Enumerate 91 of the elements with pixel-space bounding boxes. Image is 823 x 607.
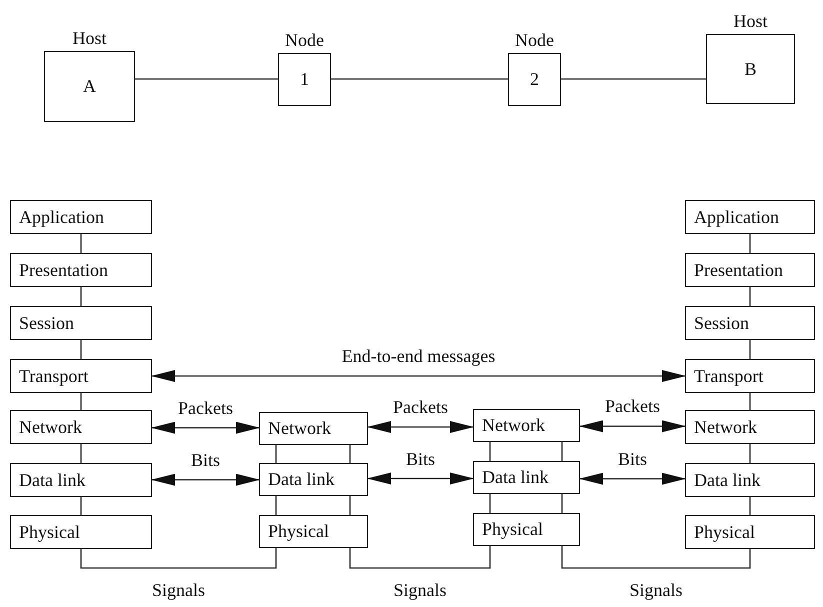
box-label: B xyxy=(744,58,756,80)
edge-label: Signals xyxy=(152,580,205,601)
edge-label: Packets xyxy=(178,398,233,419)
layer-box xyxy=(10,200,152,234)
connector-line xyxy=(561,546,751,569)
layer-box xyxy=(473,409,580,442)
layer-box xyxy=(10,410,152,444)
edge-label: Bits xyxy=(406,448,435,470)
box-label: 2 xyxy=(530,69,539,90)
double-arrow xyxy=(579,420,686,432)
connector-line xyxy=(749,497,751,515)
edge-label: Packets xyxy=(393,397,448,418)
layer-box xyxy=(259,515,368,548)
double-arrow xyxy=(151,422,260,434)
layer-label: Physical xyxy=(268,521,329,542)
layer-label: Network xyxy=(268,418,331,439)
layer-label: Data link xyxy=(694,470,760,490)
layer-label: Physical xyxy=(19,522,80,542)
connector-line xyxy=(80,234,82,253)
connector-line xyxy=(749,234,751,253)
layer-label: Transport xyxy=(694,366,764,386)
edge-label: Signals xyxy=(394,580,446,601)
edge-label: Packets xyxy=(605,396,660,418)
edge-label: Signals xyxy=(630,580,682,601)
layer-box xyxy=(10,515,152,549)
layer-label: Data link xyxy=(19,470,86,490)
layer-box xyxy=(685,463,815,497)
layer-box xyxy=(685,306,815,340)
double-arrow xyxy=(151,370,686,382)
double-arrow xyxy=(367,472,474,484)
layer-label: Presentation xyxy=(19,260,108,280)
connector-line xyxy=(80,444,82,463)
connector-line xyxy=(561,78,706,80)
double-arrow xyxy=(151,474,260,486)
layer-box xyxy=(685,410,815,444)
connector-line xyxy=(561,442,563,461)
layer-label: Physical xyxy=(482,519,543,540)
connector-line xyxy=(135,78,278,80)
layer-label: Session xyxy=(19,312,74,334)
connector-line xyxy=(331,78,508,80)
connector-line xyxy=(349,546,491,569)
layer-box xyxy=(10,253,152,287)
layer-box xyxy=(473,513,580,546)
layer-label: Data link xyxy=(482,467,548,488)
layer-box xyxy=(685,515,815,549)
layer-box xyxy=(259,463,368,496)
layer-box xyxy=(259,412,368,445)
layer-label: Network xyxy=(19,416,82,438)
layer-label: Transport xyxy=(19,366,88,386)
connector-line xyxy=(349,496,351,515)
connector-line xyxy=(489,494,491,513)
layer-box xyxy=(473,461,580,494)
connector-line xyxy=(749,444,751,463)
box-heading: Host xyxy=(734,11,768,32)
connector-line xyxy=(489,442,491,461)
box-heading: Node xyxy=(285,30,324,51)
layer-label: Physical xyxy=(694,522,755,542)
layer-box xyxy=(685,359,815,393)
connector-line xyxy=(80,340,82,359)
edge-label: End-to-end messages xyxy=(342,346,496,367)
connector-line xyxy=(561,494,563,513)
connector-line xyxy=(749,287,751,306)
layer-box xyxy=(10,359,152,393)
layer-label: Application xyxy=(694,206,779,228)
connector-line xyxy=(749,340,751,359)
layer-label: Data link xyxy=(268,469,334,490)
connector-line xyxy=(349,445,351,463)
box-heading: Node xyxy=(515,30,554,51)
connector-line xyxy=(275,496,277,515)
layer-label: Network xyxy=(694,416,757,438)
edge-label: Bits xyxy=(618,448,647,470)
connector-line xyxy=(749,393,751,410)
double-arrow xyxy=(367,421,474,433)
layer-label: Application xyxy=(19,206,104,228)
connector-line xyxy=(80,548,277,569)
edge-label: Bits xyxy=(191,450,220,471)
connector-line xyxy=(275,445,277,463)
box-heading: Host xyxy=(72,28,106,49)
layer-label: Presentation xyxy=(694,260,783,280)
layer-box xyxy=(685,200,815,234)
layer-box xyxy=(10,463,152,497)
connector-line xyxy=(80,497,82,515)
box-label: 1 xyxy=(300,69,309,90)
double-arrow xyxy=(579,472,686,485)
layer-box xyxy=(10,306,152,340)
layer-label: Network xyxy=(482,415,545,436)
connector-line xyxy=(80,393,82,410)
layer-label: Session xyxy=(694,312,750,334)
connector-line xyxy=(80,287,82,306)
layer-box xyxy=(685,253,815,287)
box-label: A xyxy=(83,76,96,97)
